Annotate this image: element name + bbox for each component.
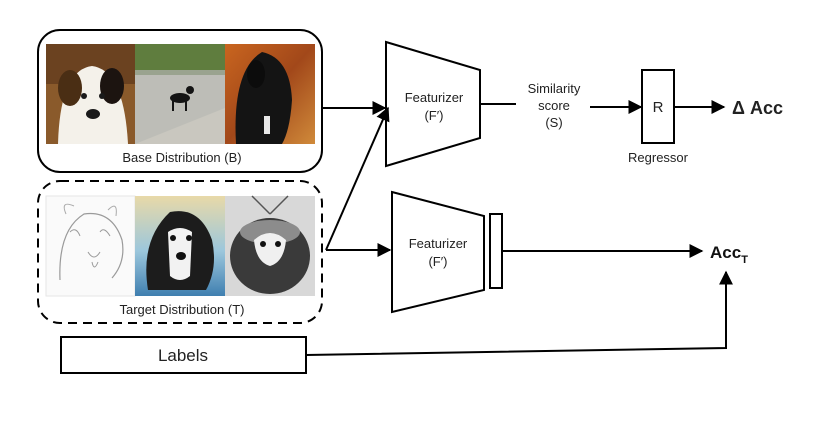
featurizer-bottom-label: Featurizer: [409, 236, 468, 251]
target-distribution-group: Target Distribution (T): [37, 180, 323, 324]
regressor-caption: Regressor: [628, 150, 689, 165]
arrow-target-to-featurizer-top: [325, 106, 390, 251]
dog-painting-icon: [135, 196, 225, 296]
dog-photo-icon: [46, 44, 135, 144]
arrow-labels-to-acc-t: [305, 270, 733, 356]
classifier-head-box: [489, 213, 503, 289]
similarity-score-line1: Similarity: [528, 81, 581, 96]
labels-box-label: Labels: [158, 346, 208, 365]
featurizer-top: Featurizer (F′): [385, 40, 481, 168]
dog-on-road-photo-icon: [135, 44, 225, 144]
acc-t-main: Acc: [710, 243, 741, 262]
target-distribution-frame: [37, 180, 323, 324]
similarity-score-line3: (S): [545, 115, 562, 130]
featurizer-top-symbol: (F′): [424, 108, 443, 123]
target-distribution-caption: Target Distribution (T): [120, 302, 245, 317]
featurizer-bottom: Featurizer (F′): [391, 190, 503, 314]
labels-box: Labels: [60, 336, 307, 374]
delta-acc-label: Δ Acc: [732, 98, 783, 118]
base-distribution-caption: Base Distribution (B): [122, 150, 241, 165]
regressor-box-label: R: [653, 99, 664, 116]
featurizer-bottom-symbol: (F′): [428, 254, 447, 269]
black-dog-autumn-photo-icon: [225, 44, 315, 144]
similarity-score-line2: score: [538, 98, 570, 113]
arrows: [305, 100, 733, 356]
dog-in-hanging-basket-icon: [225, 195, 315, 296]
acc-t-label: AccT: [710, 243, 748, 266]
base-distribution-frame: [37, 29, 323, 173]
base-distribution-group: Base Distribution (B): [37, 29, 323, 173]
regressor: R Regressor: [628, 69, 689, 165]
featurizer-top-label: Featurizer: [405, 90, 464, 105]
dog-sketch-icon: [45, 195, 136, 297]
similarity-score: Similarity score (S): [528, 81, 581, 130]
acc-t-subscript: T: [741, 254, 748, 266]
